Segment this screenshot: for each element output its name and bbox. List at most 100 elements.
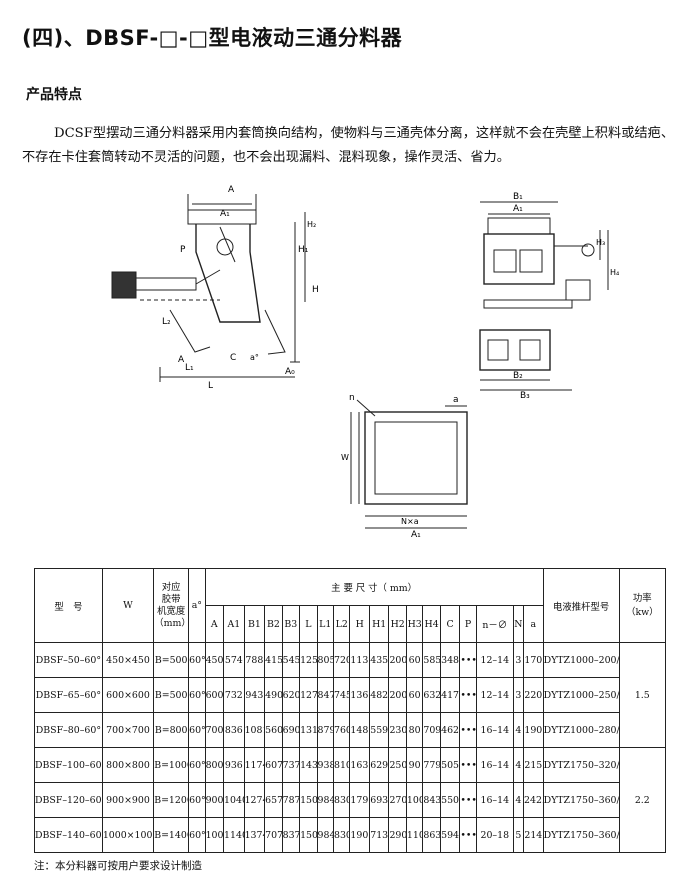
cell-dim: 788 [243, 642, 266, 678]
cell-dim: 800 [204, 747, 225, 783]
cell-dim: 737 [281, 747, 301, 783]
label-A: A [228, 185, 235, 195]
cell-dim: 1361 [349, 677, 370, 713]
cell-dim: 60 [405, 642, 424, 678]
cell-dim: 250 [388, 747, 407, 783]
cell-dim: 707 [264, 817, 283, 853]
label-a: a [453, 395, 459, 405]
header-dim-7: L2 [332, 605, 351, 643]
header-dim-3: B2 [264, 605, 283, 643]
header-dim-10: H2 [388, 605, 407, 643]
header-belt-width: 对应胶带机宽度（mm） [153, 568, 190, 643]
cell-belt-width: B=1400 [153, 817, 190, 853]
cell-dim: 220 [523, 677, 544, 713]
cell-dim: 1901 [349, 817, 370, 853]
header-pusher: 电液推杆型号 [542, 568, 620, 643]
description-paragraph: DCSF型摆动三通分料器采用内套筒换向结构，使物料与三通壳体分离，这样就不会在壳… [22, 126, 674, 165]
cell-dim: 713 [368, 817, 390, 853]
table-row: DBSF–120–60°900×900B=120060°900104012746… [34, 782, 666, 818]
cell-model: DBSF–140–60° [34, 817, 103, 853]
cell-dim: 847 [316, 677, 334, 713]
cell-dim: 490 [264, 677, 283, 713]
cell-dim: 450 [204, 642, 225, 678]
cell-pusher: DYTZ1000–200/42 [542, 642, 620, 678]
cell-pusher: DYTZ1750–320/42 [542, 747, 620, 783]
cell-dim: 787 [281, 782, 301, 818]
table-row: DBSF–100–60°800×800B=100060°800936117460… [34, 747, 667, 853]
cell-angle: 60° [188, 677, 206, 713]
cell-dim: ••• [459, 712, 477, 748]
cell-dim: 1483 [349, 712, 370, 748]
label-B3: B₃ [520, 391, 530, 400]
header-dim-15: n－∅ [475, 605, 514, 643]
header-dim-0: A [204, 605, 225, 643]
cell-dim: 80 [405, 712, 424, 748]
cell-dim: 805 [316, 642, 334, 678]
cell-dim: 16–14 [475, 782, 514, 818]
header-dim-5: L [299, 605, 318, 643]
cell-pusher: DYTZ1750–360/42 [542, 817, 620, 853]
cell-dim: 1504 [299, 782, 318, 818]
cell-dim: 462 [439, 712, 461, 748]
header-power: 功率（kw） [618, 568, 667, 643]
cell-dim: ••• [459, 677, 477, 713]
cell-dim: 290 [388, 817, 407, 853]
label-Nxa: N×a [401, 517, 419, 526]
cell-dim: 745 [332, 677, 351, 713]
cell-dim: 938 [316, 747, 334, 783]
cell-dim: 810 [332, 747, 351, 783]
cell-dim: 560 [264, 712, 283, 748]
cell-dim: 348 [439, 642, 461, 678]
label-L1: L₁ [185, 363, 194, 373]
cell-dim: 1131 [349, 642, 370, 678]
cell-angle: 60° [188, 642, 206, 678]
header-dim-4: B3 [281, 605, 301, 643]
label-H: H [312, 285, 319, 295]
label-H3: H₃ [596, 238, 605, 247]
cell-dim: 830 [332, 817, 351, 853]
cell-W: 800×800 [101, 747, 155, 783]
cell-dim: 170 [523, 642, 544, 678]
cell-model: DBSF–100–60° [34, 747, 103, 783]
label-A1-front: A₁ [513, 204, 523, 214]
cell-belt-width: B=500 [153, 677, 190, 713]
side-view-drawing: A A₁ P H₁ H₂ H L₂ A L₁ C a° A₀ L [111, 185, 319, 391]
cell-model: DBSF–80–60° [34, 712, 103, 748]
cell-power: 1.5 [618, 642, 667, 748]
cell-pusher: DYTZ1000–280/42 [542, 712, 620, 748]
cell-belt-width: B=1200 [153, 782, 190, 818]
header-dim-14: P [459, 605, 477, 643]
cell-dim: 12–14 [475, 677, 514, 713]
header-dim-2: B1 [243, 605, 266, 643]
cell-model: DBSF–65–60° [34, 677, 103, 713]
cell-angle: 60° [188, 817, 206, 853]
footnote: 注：本分料器可按用户要求设计制造 [34, 860, 202, 872]
cell-dim: 90 [405, 747, 424, 783]
cell-dim: 1250 [299, 642, 318, 678]
cell-dim: 720 [332, 642, 351, 678]
label-H4: H₄ [610, 268, 619, 277]
cell-dim: 16–14 [475, 712, 514, 748]
cell-belt-width: B=800 [153, 712, 190, 748]
cell-dim: 417 [439, 677, 461, 713]
cell-dim: 1319 [299, 712, 318, 748]
specification-table: 型 号 W 对应胶带机宽度（mm） a° 主 要 尺 寸（ mm） 电液推杆型号… [34, 568, 667, 853]
cell-dim: 1000 [204, 817, 225, 853]
cell-dim: 415 [264, 642, 283, 678]
cell-dim: 230 [388, 712, 407, 748]
cell-dim: 4 [512, 782, 525, 818]
header-dim-12: H4 [422, 605, 441, 643]
cell-dim: 100 [405, 782, 424, 818]
cell-W: 700×700 [101, 712, 155, 748]
cell-dim: 1504 [299, 817, 318, 853]
cell-dim: 110 [405, 817, 424, 853]
label-H2: H₂ [307, 220, 316, 229]
cell-dim: 732 [223, 677, 245, 713]
cell-dim: 574 [223, 642, 245, 678]
header-angle: a° [188, 568, 206, 643]
cell-dim: 585 [422, 642, 441, 678]
cell-dim: 505 [439, 747, 461, 783]
cell-dim: 1174 [243, 747, 266, 783]
cell-dim: 1272 [299, 677, 318, 713]
cell-dim: 270 [388, 782, 407, 818]
